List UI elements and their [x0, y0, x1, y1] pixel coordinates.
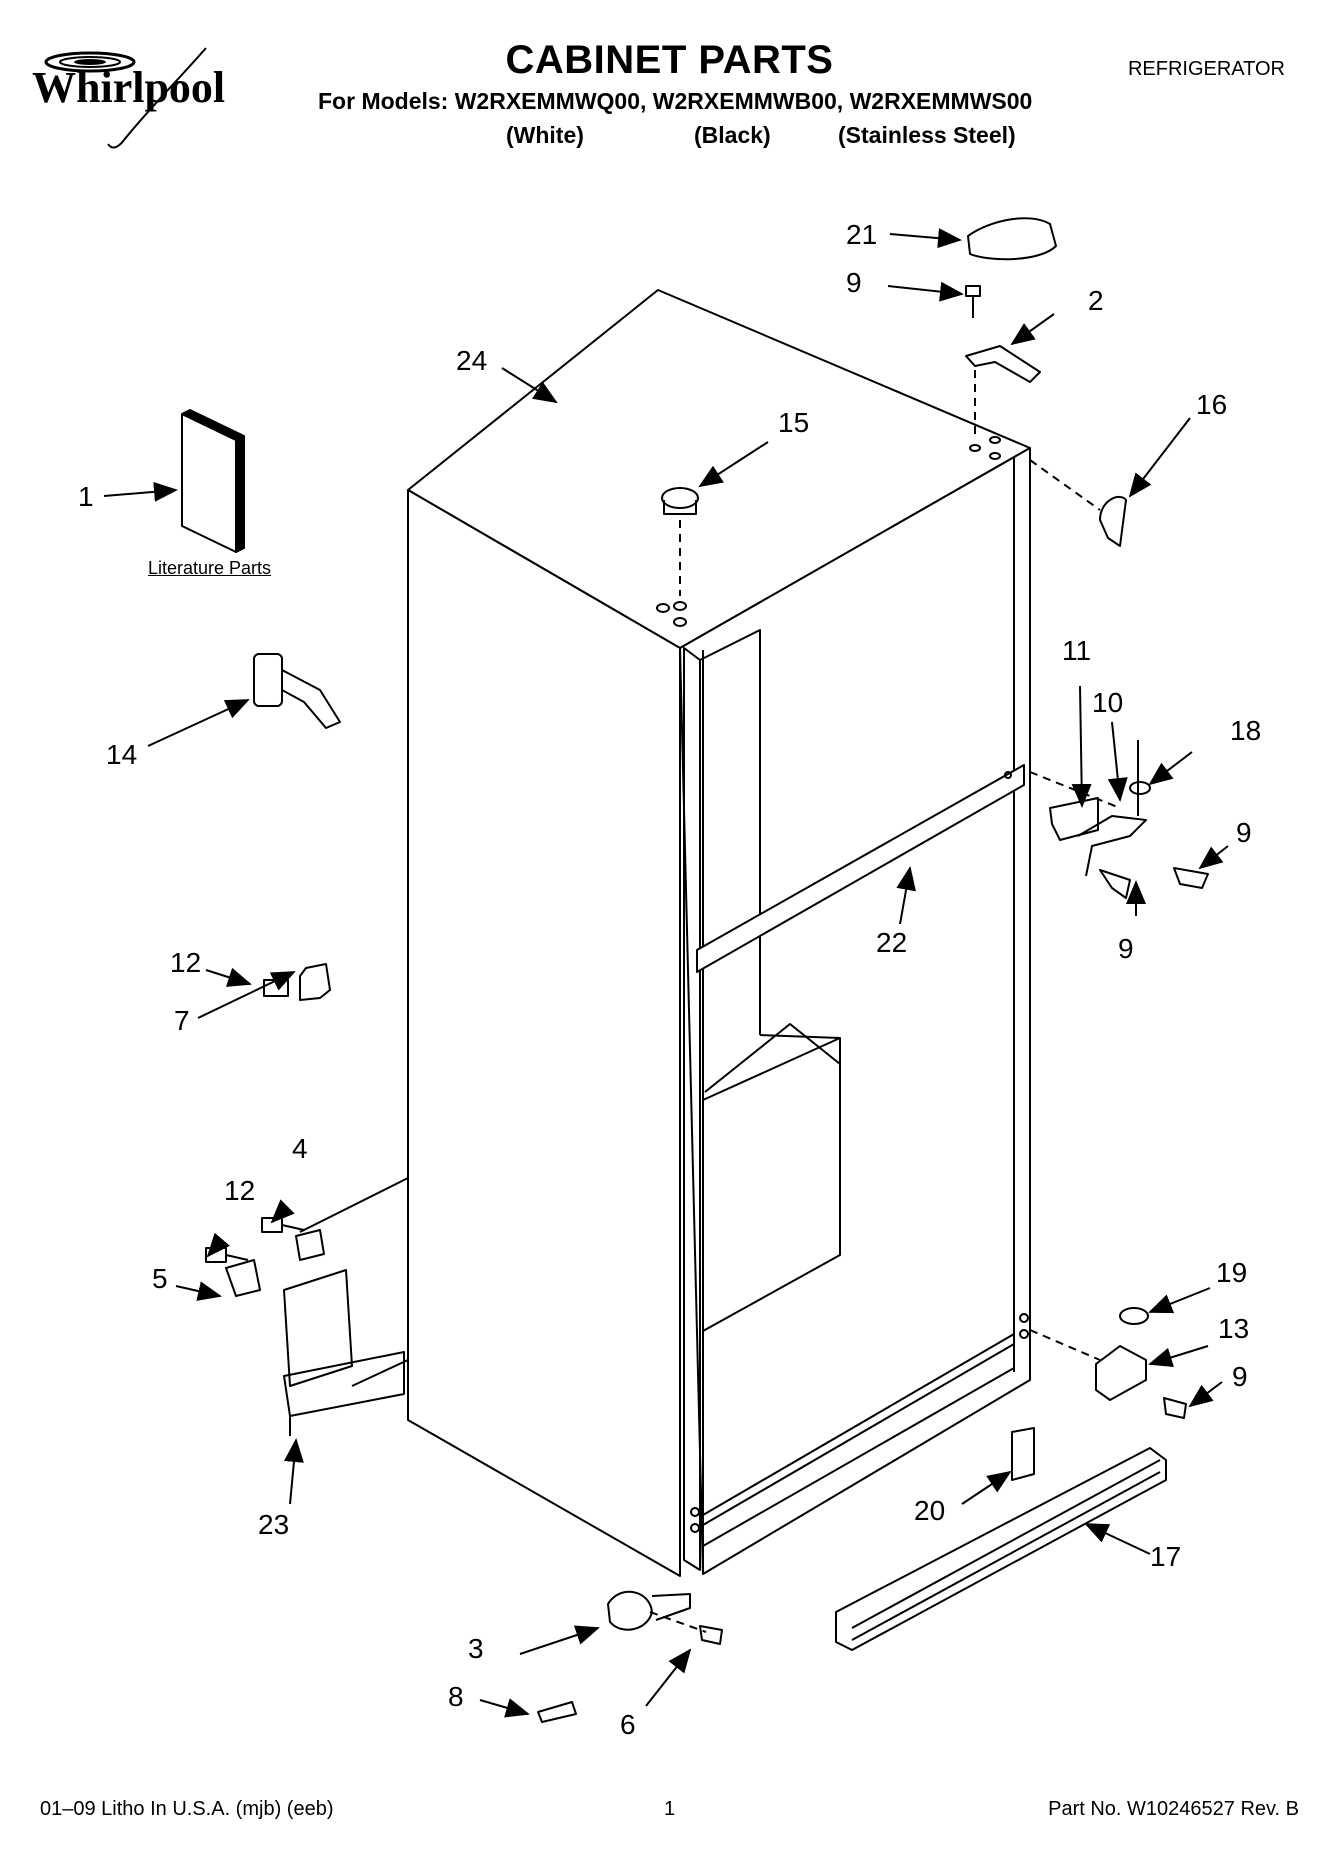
callout-18: 18	[1230, 715, 1261, 746]
callout-12-lower: 12	[224, 1175, 255, 1206]
part-20-clip	[1011, 1427, 1035, 1481]
part-5-clip	[225, 1259, 261, 1297]
callout-3: 3	[468, 1633, 484, 1664]
part-4-screw	[261, 1217, 305, 1233]
callout-24: 24	[456, 345, 487, 376]
appliance-type: REFRIGERATOR	[1127, 58, 1285, 80]
callout-13: 13	[1218, 1313, 1249, 1344]
part-9-lower-screw	[1163, 1397, 1187, 1419]
part-10-11-hinge	[1049, 740, 1147, 877]
part-3-6-8-leveler	[537, 1590, 723, 1723]
footer-part-number: Part No. W10246527 Rev. B	[1048, 1798, 1299, 1820]
callout-20: 20	[914, 1495, 945, 1526]
callout-7: 7	[174, 1005, 190, 1036]
whirlpool-logo: Whirlpool	[32, 47, 225, 149]
part-17-grille	[835, 1447, 1167, 1651]
variant-white: (White)	[506, 122, 584, 148]
callout-10: 10	[1092, 687, 1123, 718]
callout-4: 4	[292, 1133, 308, 1164]
callout-16: 16	[1196, 389, 1227, 420]
callout-14: 14	[106, 739, 137, 770]
literature-parts-label: Literature Parts	[148, 558, 272, 578]
callout-8: 8	[448, 1681, 464, 1712]
callout-9-top: 9	[846, 267, 862, 298]
part-18-washer	[1129, 781, 1151, 795]
cabinet-body	[407, 289, 1031, 1577]
callout-1: 1	[78, 481, 94, 512]
callout-2: 2	[1088, 285, 1104, 316]
callout-12-upper: 12	[170, 947, 201, 978]
part-15-plug	[661, 487, 699, 596]
models-line: For Models: W2RXEMMWQ00, W2RXEMMWB00, W2…	[318, 88, 1033, 114]
page-title: CABINET PARTS	[505, 38, 834, 82]
part-4-clip	[295, 1229, 325, 1261]
callout-9-lower-center: 9	[1118, 933, 1134, 964]
part-1-literature	[181, 409, 245, 553]
callout-9-right: 9	[1236, 817, 1252, 848]
part-16-bracket	[1099, 495, 1127, 547]
callout-6: 6	[620, 1709, 636, 1740]
callout-19: 19	[1216, 1257, 1247, 1288]
part-13-lower-hinge	[1095, 1345, 1147, 1401]
part-19-washer	[1119, 1307, 1149, 1325]
callout-22: 22	[876, 927, 907, 958]
part-14-pin	[253, 653, 341, 729]
variant-stainless: (Stainless Steel)	[838, 122, 1016, 148]
part-9-center-screws	[1099, 867, 1209, 899]
callout-21: 21	[846, 219, 877, 250]
footer-litho: 01–09 Litho In U.S.A. (mjb) (eeb)	[40, 1798, 334, 1820]
callout-5: 5	[152, 1263, 168, 1294]
part-23-handle-bracket	[283, 1269, 405, 1436]
callout-17: 17	[1150, 1541, 1181, 1572]
svg-text:Whirlpool: Whirlpool	[32, 63, 225, 112]
variant-black: (Black)	[694, 122, 771, 148]
part-21-cap	[967, 217, 1057, 261]
callout-23: 23	[258, 1509, 289, 1540]
callout-15: 15	[778, 407, 809, 438]
callout-11: 11	[1062, 635, 1091, 666]
footer-page-number: 1	[664, 1798, 676, 1820]
part-2-top-hinge	[965, 345, 1041, 383]
part-9-top-screw	[965, 285, 981, 318]
callout-9-bottom: 9	[1232, 1361, 1248, 1392]
